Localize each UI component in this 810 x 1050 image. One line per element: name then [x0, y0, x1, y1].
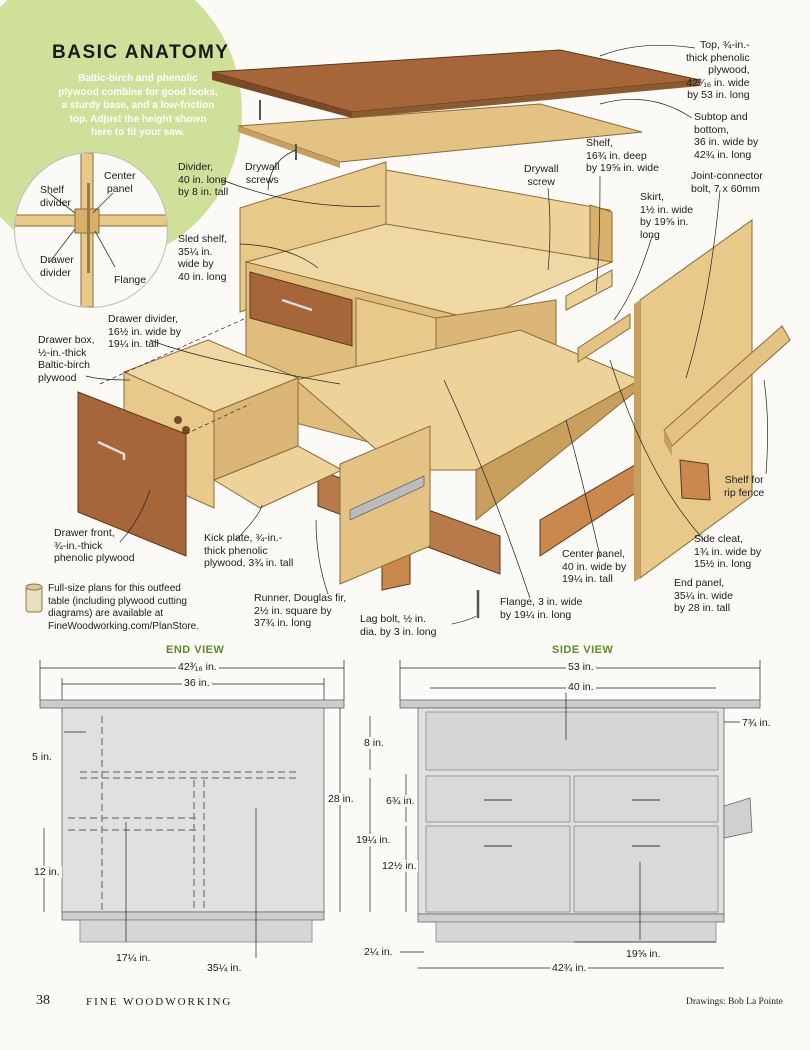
end-panel [639, 219, 753, 579]
end-view-dim-top-width: 42³⁄₁₆ in. [176, 661, 219, 673]
joint-detail-inset [14, 152, 168, 308]
orthographic-views [39, 660, 761, 969]
end-view-dim-inner: 17¼ in. [114, 952, 153, 964]
side-view-dim-case-length: 42¾ in. [550, 962, 589, 974]
side-view-dim-top-height: 8 in. [362, 737, 386, 749]
callout-lag-bolt: Lag bolt, ½ in.dia. by 3 in. long [360, 613, 437, 638]
side-view-title: SIDE VIEW [552, 644, 614, 656]
side-view-dim-drawer-total: 19¼ in. [354, 834, 393, 846]
end-view-title: END VIEW [166, 644, 225, 656]
end-view-drawing [39, 660, 345, 958]
end-view-dim-case-width: 36 in. [182, 677, 212, 689]
drawer-front [77, 391, 187, 557]
magazine-name: FINE WOODWORKING [86, 996, 233, 1008]
page-title: BASIC ANATOMY [52, 42, 230, 63]
drawer-divider [339, 425, 431, 585]
side-view-dim-kick: 2¼ in. [362, 946, 395, 958]
end-view-dim-low: 12 in. [32, 866, 62, 878]
plans-scroll-icon [25, 583, 43, 613]
side-view-dim-low-height: 12½ in. [380, 860, 419, 872]
end-view-dim-overhang: 5 in. [30, 751, 54, 763]
intro-text: Baltic-birch and phenolic plywood combin… [58, 73, 218, 138]
side-view-drawing [369, 660, 761, 969]
side-view-dim-top-length: 53 in. [566, 661, 596, 673]
side-view-dim-inner-length: 40 in. [566, 681, 596, 693]
end-view-dim-panel: 35¼ in. [205, 962, 244, 974]
side-view-dim-mid-height: 6¾ in. [384, 795, 417, 807]
inset-flange-label: Flange [114, 274, 147, 286]
exploded-view-drawing [77, 45, 791, 625]
page-number: 38 [36, 993, 50, 1008]
plans-note: Full-size plans for this outfeed table (… [48, 583, 199, 632]
side-view-dim-overhang: 7¾ in. [740, 717, 773, 729]
drawing-credit: Drawings: Bob La Pointe [686, 997, 783, 1007]
end-view-dim-height: 28 in. [326, 793, 356, 805]
side-view-dim-bay: 19⅝ in. [624, 948, 663, 960]
joint-detail-drawing [15, 153, 167, 307]
